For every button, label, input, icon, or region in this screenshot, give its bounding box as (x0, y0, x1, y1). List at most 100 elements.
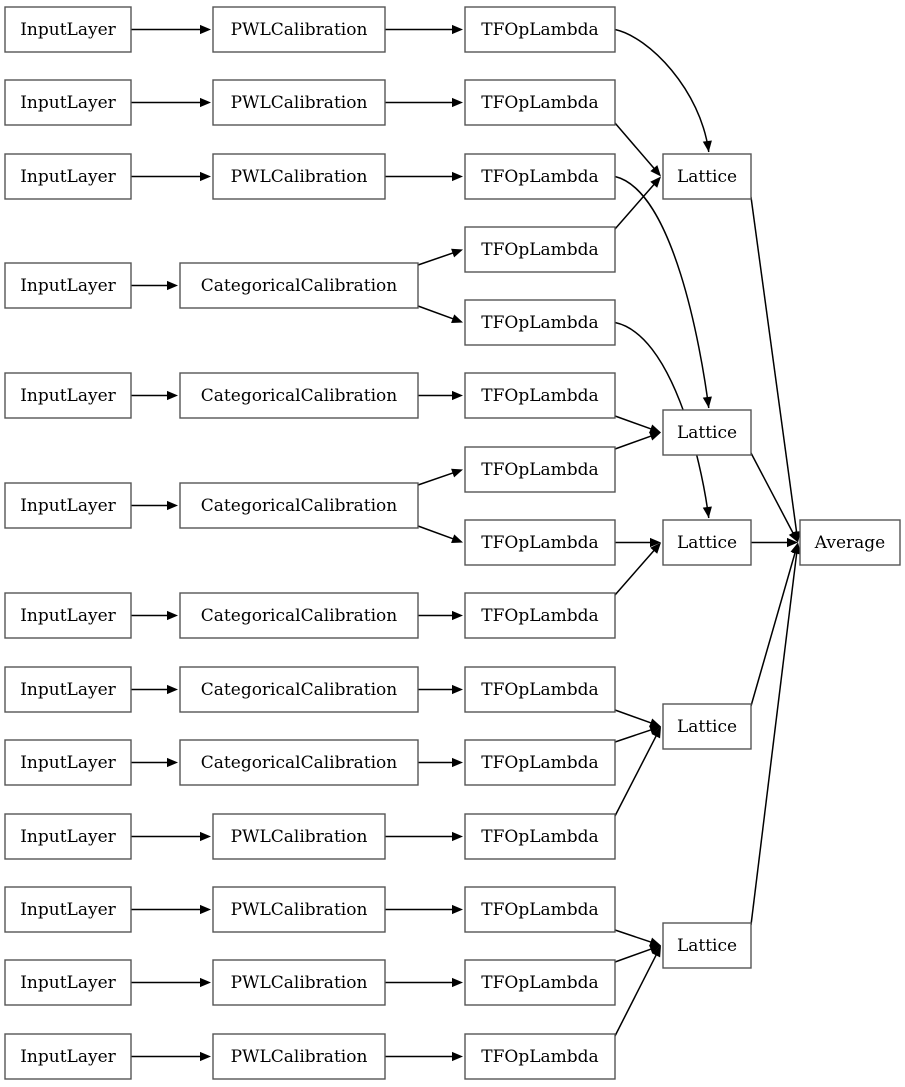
node-box-op7[interactable] (464, 446, 616, 493)
node-lattice-lat3[interactable]: Lattice (662, 519, 752, 566)
node-categorical-calibration-cal8[interactable]: CategoricalCalibration (179, 666, 419, 713)
node-box-in2[interactable] (4, 79, 132, 126)
node-box-in6[interactable] (4, 482, 132, 529)
node-box-lat2[interactable] (662, 409, 752, 456)
node-input-layer-in11[interactable]: InputLayer (4, 886, 132, 933)
node-box-cal7[interactable] (179, 592, 419, 639)
edge-op11-to-lat4 (614, 728, 653, 743)
node-box-op3[interactable] (464, 153, 616, 200)
node-pwlcalibration-cal1[interactable]: PWLCalibration (212, 6, 386, 53)
node-box-cal12[interactable] (212, 959, 386, 1006)
node-input-layer-in2[interactable]: InputLayer (4, 79, 132, 126)
node-box-in3[interactable] (4, 153, 132, 200)
node-box-op11[interactable] (464, 739, 616, 786)
node-box-in5[interactable] (4, 372, 132, 419)
node-box-cal9[interactable] (179, 739, 419, 786)
node-tfop-lambda-op8[interactable]: TFOpLambda (464, 519, 616, 566)
edge-op3-to-lat2 (614, 175, 710, 409)
node-input-layer-in8[interactable]: InputLayer (4, 666, 132, 713)
node-box-cal6[interactable] (179, 482, 419, 529)
node-categorical-calibration-cal5[interactable]: CategoricalCalibration (179, 372, 419, 419)
node-box-cal8[interactable] (179, 666, 419, 713)
node-tfop-lambda-op4[interactable]: TFOpLambda (464, 226, 616, 273)
node-box-cal3[interactable] (212, 153, 386, 200)
node-box-lat4[interactable] (662, 703, 752, 750)
node-lattice-lat1[interactable]: Lattice (662, 153, 752, 200)
node-tfop-lambda-op10[interactable]: TFOpLambda (464, 666, 616, 713)
node-box-cal2[interactable] (212, 79, 386, 126)
node-box-in11[interactable] (4, 886, 132, 933)
node-categorical-calibration-cal7[interactable]: CategoricalCalibration (179, 592, 419, 639)
node-box-op6[interactable] (464, 372, 616, 419)
node-box-cal13[interactable] (212, 1033, 386, 1080)
node-pwlcalibration-cal12[interactable]: PWLCalibration (212, 959, 386, 1006)
node-input-layer-in1[interactable]: InputLayer (4, 6, 132, 53)
node-pwlcalibration-cal13[interactable]: PWLCalibration (212, 1033, 386, 1080)
node-tfop-lambda-op9[interactable]: TFOpLambda (464, 592, 616, 639)
node-input-layer-in7[interactable]: InputLayer (4, 592, 132, 639)
node-input-layer-in4[interactable]: InputLayer (4, 262, 132, 309)
node-box-op5[interactable] (464, 299, 616, 346)
node-input-layer-in5[interactable]: InputLayer (4, 372, 132, 419)
node-input-layer-in9[interactable]: InputLayer (4, 739, 132, 786)
node-tfop-lambda-op14[interactable]: TFOpLambda (464, 959, 616, 1006)
node-pwlcalibration-cal3[interactable]: PWLCalibration (212, 153, 386, 200)
node-pwlcalibration-cal10[interactable]: PWLCalibration (212, 813, 386, 860)
node-input-layer-in13[interactable]: InputLayer (4, 1033, 132, 1080)
node-box-in8[interactable] (4, 666, 132, 713)
node-categorical-calibration-cal6[interactable]: CategoricalCalibration (179, 482, 419, 529)
node-box-cal5[interactable] (179, 372, 419, 419)
node-tfop-lambda-op5[interactable]: TFOpLambda (464, 299, 616, 346)
node-box-in10[interactable] (4, 813, 132, 860)
node-average-avg[interactable]: Average (799, 519, 901, 566)
node-box-op8[interactable] (464, 519, 616, 566)
node-box-cal11[interactable] (212, 886, 386, 933)
node-box-lat5[interactable] (662, 922, 752, 969)
node-box-cal4[interactable] (179, 262, 419, 309)
node-box-op2[interactable] (464, 79, 616, 126)
node-box-in4[interactable] (4, 262, 132, 309)
node-box-lat1[interactable] (662, 153, 752, 200)
node-box-in7[interactable] (4, 592, 132, 639)
edge-op6-to-lat2 (614, 415, 653, 430)
node-box-op1[interactable] (464, 6, 616, 53)
node-box-op10[interactable] (464, 666, 616, 713)
node-box-op14[interactable] (464, 959, 616, 1006)
node-box-op13[interactable] (464, 886, 616, 933)
node-tfop-lambda-op7[interactable]: TFOpLambda (464, 446, 616, 493)
node-box-in13[interactable] (4, 1033, 132, 1080)
node-box-lat3[interactable] (662, 519, 752, 566)
node-input-layer-in12[interactable]: InputLayer (4, 959, 132, 1006)
node-lattice-lat2[interactable]: Lattice (662, 409, 752, 456)
node-input-layer-in6[interactable]: InputLayer (4, 482, 132, 529)
node-tfop-lambda-op2[interactable]: TFOpLambda (464, 79, 616, 126)
node-box-op9[interactable] (464, 592, 616, 639)
node-categorical-calibration-cal4[interactable]: CategoricalCalibration (179, 262, 419, 309)
node-box-op15[interactable] (464, 1033, 616, 1080)
node-tfop-lambda-op13[interactable]: TFOpLambda (464, 886, 616, 933)
node-pwlcalibration-cal2[interactable]: PWLCalibration (212, 79, 386, 126)
node-box-cal10[interactable] (212, 813, 386, 860)
node-tfop-lambda-op6[interactable]: TFOpLambda (464, 372, 616, 419)
node-pwlcalibration-cal11[interactable]: PWLCalibration (212, 886, 386, 933)
node-tfop-lambda-op15[interactable]: TFOpLambda (464, 1033, 616, 1080)
node-box-in1[interactable] (4, 6, 132, 53)
edge-op5-to-lat3 (614, 321, 710, 519)
arrowhead-in7-to-cal7 (167, 610, 178, 621)
node-lattice-lat5[interactable]: Lattice (662, 922, 752, 969)
node-box-op4[interactable] (464, 226, 616, 273)
node-lattice-lat4[interactable]: Lattice (662, 703, 752, 750)
node-tfop-lambda-op11[interactable]: TFOpLambda (464, 739, 616, 786)
node-box-cal1[interactable] (212, 6, 386, 53)
node-categorical-calibration-cal9[interactable]: CategoricalCalibration (179, 739, 419, 786)
node-box-op12[interactable] (464, 813, 616, 860)
node-tfop-lambda-op12[interactable]: TFOpLambda (464, 813, 616, 860)
node-box-avg[interactable] (799, 519, 901, 566)
arrowhead-in12-to-cal12 (200, 977, 211, 988)
node-box-in12[interactable] (4, 959, 132, 1006)
node-tfop-lambda-op1[interactable]: TFOpLambda (464, 6, 616, 53)
node-box-in9[interactable] (4, 739, 132, 786)
node-input-layer-in3[interactable]: InputLayer (4, 153, 132, 200)
node-input-layer-in10[interactable]: InputLayer (4, 813, 132, 860)
node-tfop-lambda-op3[interactable]: TFOpLambda (464, 153, 616, 200)
